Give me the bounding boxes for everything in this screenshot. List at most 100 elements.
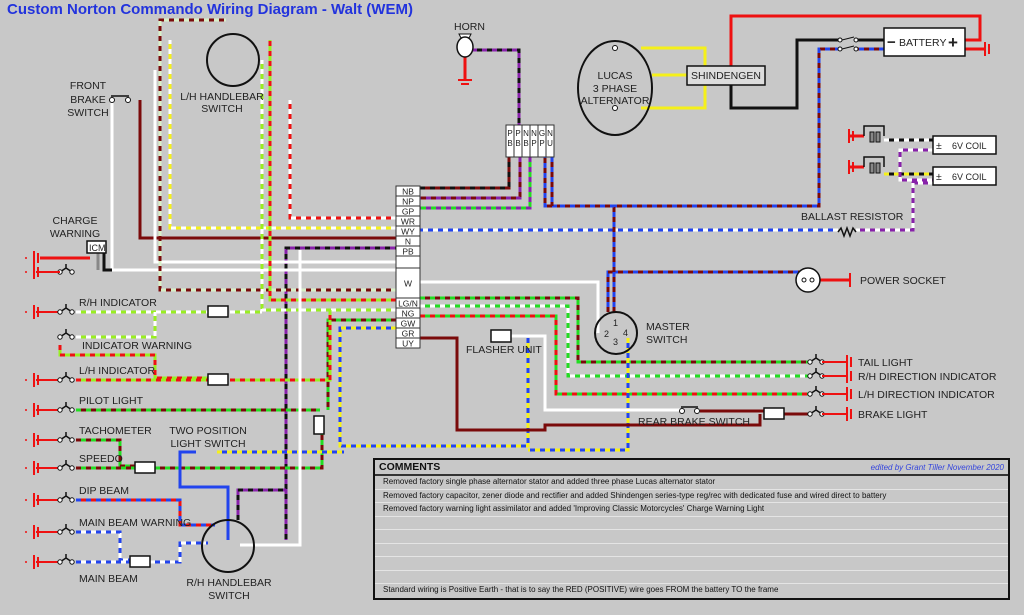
svg-text:FLASHER UNIT: FLASHER UNIT [466, 344, 542, 356]
fuse-icon [207, 305, 229, 318]
comments-editor: edited by Grant Tiller November 2020 [870, 462, 1004, 472]
comment-row [375, 571, 1008, 584]
wire [560, 204, 616, 312]
svg-text:TWO POSITION: TWO POSITION [169, 425, 247, 437]
svg-text:MASTER: MASTER [646, 321, 690, 333]
svg-text:GP: GP [402, 207, 415, 217]
svg-text:3 PHASE: 3 PHASE [593, 83, 637, 95]
svg-text:±: ± [936, 171, 942, 183]
lh-handlebar-switch: L/H HANDLEBAR SWITCH [180, 33, 264, 115]
wire [153, 70, 396, 264]
horn-connector-pin: PB [513, 124, 523, 158]
svg-text:6V COIL: 6V COIL [952, 141, 987, 151]
horn-connector-pin: GP [537, 124, 547, 158]
lamp-label: TACHOMETER [79, 425, 152, 437]
wire [240, 250, 302, 547]
connector-terminal: N [395, 235, 421, 247]
wire-power-socket [606, 270, 810, 312]
wire [898, 148, 933, 182]
lamp-icon [57, 264, 75, 275]
horn-icon [456, 36, 474, 58]
alternator: LUCAS 3 PHASE ALTERNATOR [577, 40, 653, 136]
wire [420, 157, 532, 210]
wire-reg-battery [729, 38, 840, 110]
two-position-light-switch: TWO POSITION LIGHT SWITCH [169, 425, 247, 450]
wire-main-feed [543, 47, 840, 208]
lamp-label: PILOT LIGHT [79, 395, 144, 407]
wire-battery-pos [729, 14, 982, 66]
svg-text:B: B [515, 139, 520, 148]
wire-rear-brake [420, 336, 762, 432]
svg-text:LIGHT SWITCH: LIGHT SWITCH [170, 438, 245, 450]
wire-rh-dir [420, 304, 810, 378]
wire [528, 338, 630, 452]
svg-text:6V COIL: 6V COIL [952, 172, 987, 182]
svg-text:NP: NP [402, 197, 414, 207]
diagram-title: Custom Norton Commando Wiring Diagram - … [7, 1, 413, 18]
svg-text:R/H HANDLEBAR: R/H HANDLEBAR [186, 577, 272, 589]
connector-terminal: WY [395, 225, 421, 237]
svg-text:B: B [507, 139, 512, 148]
comment-row: Removed factory single phase alternator … [375, 476, 1008, 490]
wire [511, 334, 680, 412]
svg-text:L/H HANDLEBAR: L/H HANDLEBAR [180, 91, 264, 103]
resistor-icon [837, 225, 857, 239]
wire-alt-3 [641, 75, 707, 110]
wire-tacho [76, 438, 135, 468]
lamp-icon [57, 554, 75, 565]
svg-text:NG: NG [402, 309, 415, 319]
wire-ballast [856, 181, 933, 232]
connector-terminal: GP [395, 205, 421, 217]
lamp-label: MAIN BEAM WARNING [79, 517, 191, 529]
wire-main-beam [150, 541, 208, 564]
wire [158, 18, 396, 292]
lamp-icon [807, 386, 825, 397]
rear-brake-switch: REAR BRAKE SWITCH [638, 406, 750, 428]
fuse-icon [134, 461, 156, 474]
lamp-label: DIP BEAM [79, 485, 129, 497]
lamp-icon [57, 524, 75, 535]
master-switch: 1 2 3 4 MASTER SWITCH [594, 311, 690, 355]
svg-text:WY: WY [401, 227, 415, 237]
wire [76, 312, 157, 339]
lamp-icon [57, 372, 75, 383]
svg-text:P: P [515, 129, 520, 138]
svg-text:SWITCH: SWITCH [201, 103, 242, 115]
wire [284, 246, 420, 540]
comment-row: Removed factory capacitor, zener diode a… [375, 490, 1008, 503]
lamp-label: L/H DIRECTION INDICATOR [858, 389, 995, 401]
flasher-unit: FLASHER UNIT [466, 329, 542, 356]
svg-text:LG/N: LG/N [398, 299, 418, 309]
lamp-icon [57, 492, 75, 503]
wire [420, 157, 511, 190]
wire-dip-beam [76, 498, 215, 527]
battery: − BATTERY + [883, 27, 966, 57]
comments-panel: COMMENTS edited by Grant Tiller November… [373, 458, 1010, 600]
lamp-label: INDICATOR WARNING [82, 340, 192, 352]
wire [102, 252, 112, 272]
svg-text:PB: PB [402, 247, 414, 257]
svg-text:NB: NB [402, 187, 414, 197]
lamp-icon [57, 329, 75, 340]
comments-header: COMMENTS [379, 461, 441, 473]
charge-warning: CHARGE WARNING ICM [50, 215, 107, 254]
rh-handlebar-switch: R/H HANDLEBAR SWITCH [186, 519, 272, 602]
svg-text:W: W [404, 279, 412, 289]
horn-connector-pin: NU [545, 124, 555, 158]
horn-connector-pin: NP [529, 124, 539, 158]
svg-text:POWER SOCKET: POWER SOCKET [860, 275, 946, 287]
lamp-icon [57, 460, 75, 471]
connector-terminal: PB [395, 245, 421, 257]
svg-text:UY: UY [402, 339, 414, 349]
svg-text:−: − [887, 34, 896, 51]
wire [236, 488, 286, 520]
svg-text:BATTERY: BATTERY [899, 37, 946, 49]
lamp-label: TAIL LIGHT [858, 357, 913, 369]
fuse-icon [207, 373, 229, 386]
svg-text:LUCAS: LUCAS [597, 70, 632, 82]
wire-front-brake [138, 100, 396, 240]
